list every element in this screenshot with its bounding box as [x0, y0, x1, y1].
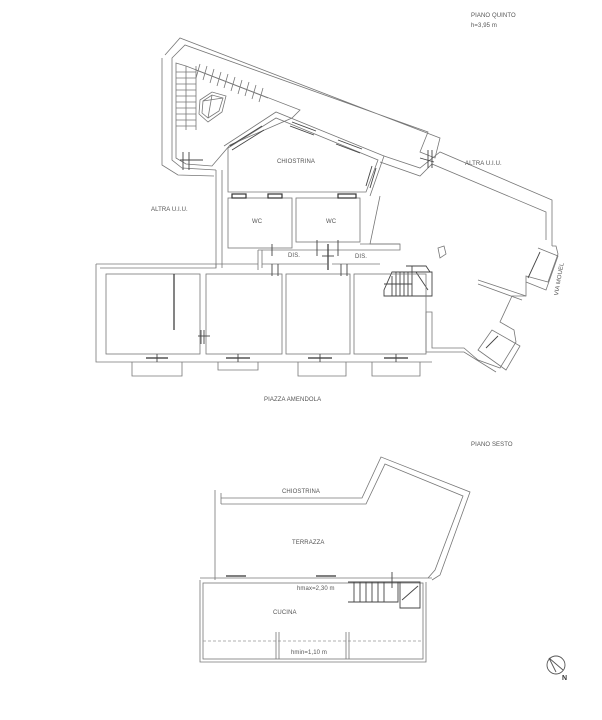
stair-treads-vertical [176, 66, 197, 130]
room-label-wc-1: WC [252, 219, 263, 225]
east-balcony [525, 247, 559, 291]
floor-5-title: PIANO QUINTO [471, 13, 516, 19]
south-balconies [131, 354, 421, 377]
internal-stair [383, 265, 433, 297]
height-max-label: hmax=2,30 m [297, 586, 335, 592]
room-label-dis-2: DIS. [355, 254, 368, 260]
floor-5-plan [95, 37, 559, 377]
room-label-cucina: CUCINA [273, 610, 297, 616]
north-compass-icon [546, 655, 566, 675]
compass-north-label: N [562, 675, 568, 682]
room-label-terrazza: TERRAZZA [292, 540, 325, 546]
square-label-south: PIAZZA AMENDOLA [264, 397, 322, 403]
floor-6-stair [348, 572, 421, 609]
bathroom-windows [231, 193, 357, 199]
room-label-altra-uiu-right: ALTRA U.I.U. [465, 161, 502, 167]
stairwell-void [198, 91, 227, 123]
room-label-altra-uiu-left: ALTRA U.I.U. [151, 207, 188, 213]
chiostrina-courtyard [227, 117, 379, 193]
room-label-chiostrina-6: CHIOSTRINA [282, 489, 321, 495]
stair-treads-diagonal [195, 63, 269, 103]
height-min-label: hmin=1,10 m [291, 650, 327, 656]
floor-6-title: PIANO SESTO [471, 442, 513, 448]
room-label-chiostrina: CHIOSTRINA [277, 159, 316, 165]
floor-5-height: h=3,95 m [471, 23, 497, 29]
room-label-dis-1: DIS. [288, 253, 301, 259]
southeast-balcony [477, 329, 521, 371]
room-label-wc-2: WC [326, 219, 337, 225]
floor-6-plan [199, 456, 471, 663]
